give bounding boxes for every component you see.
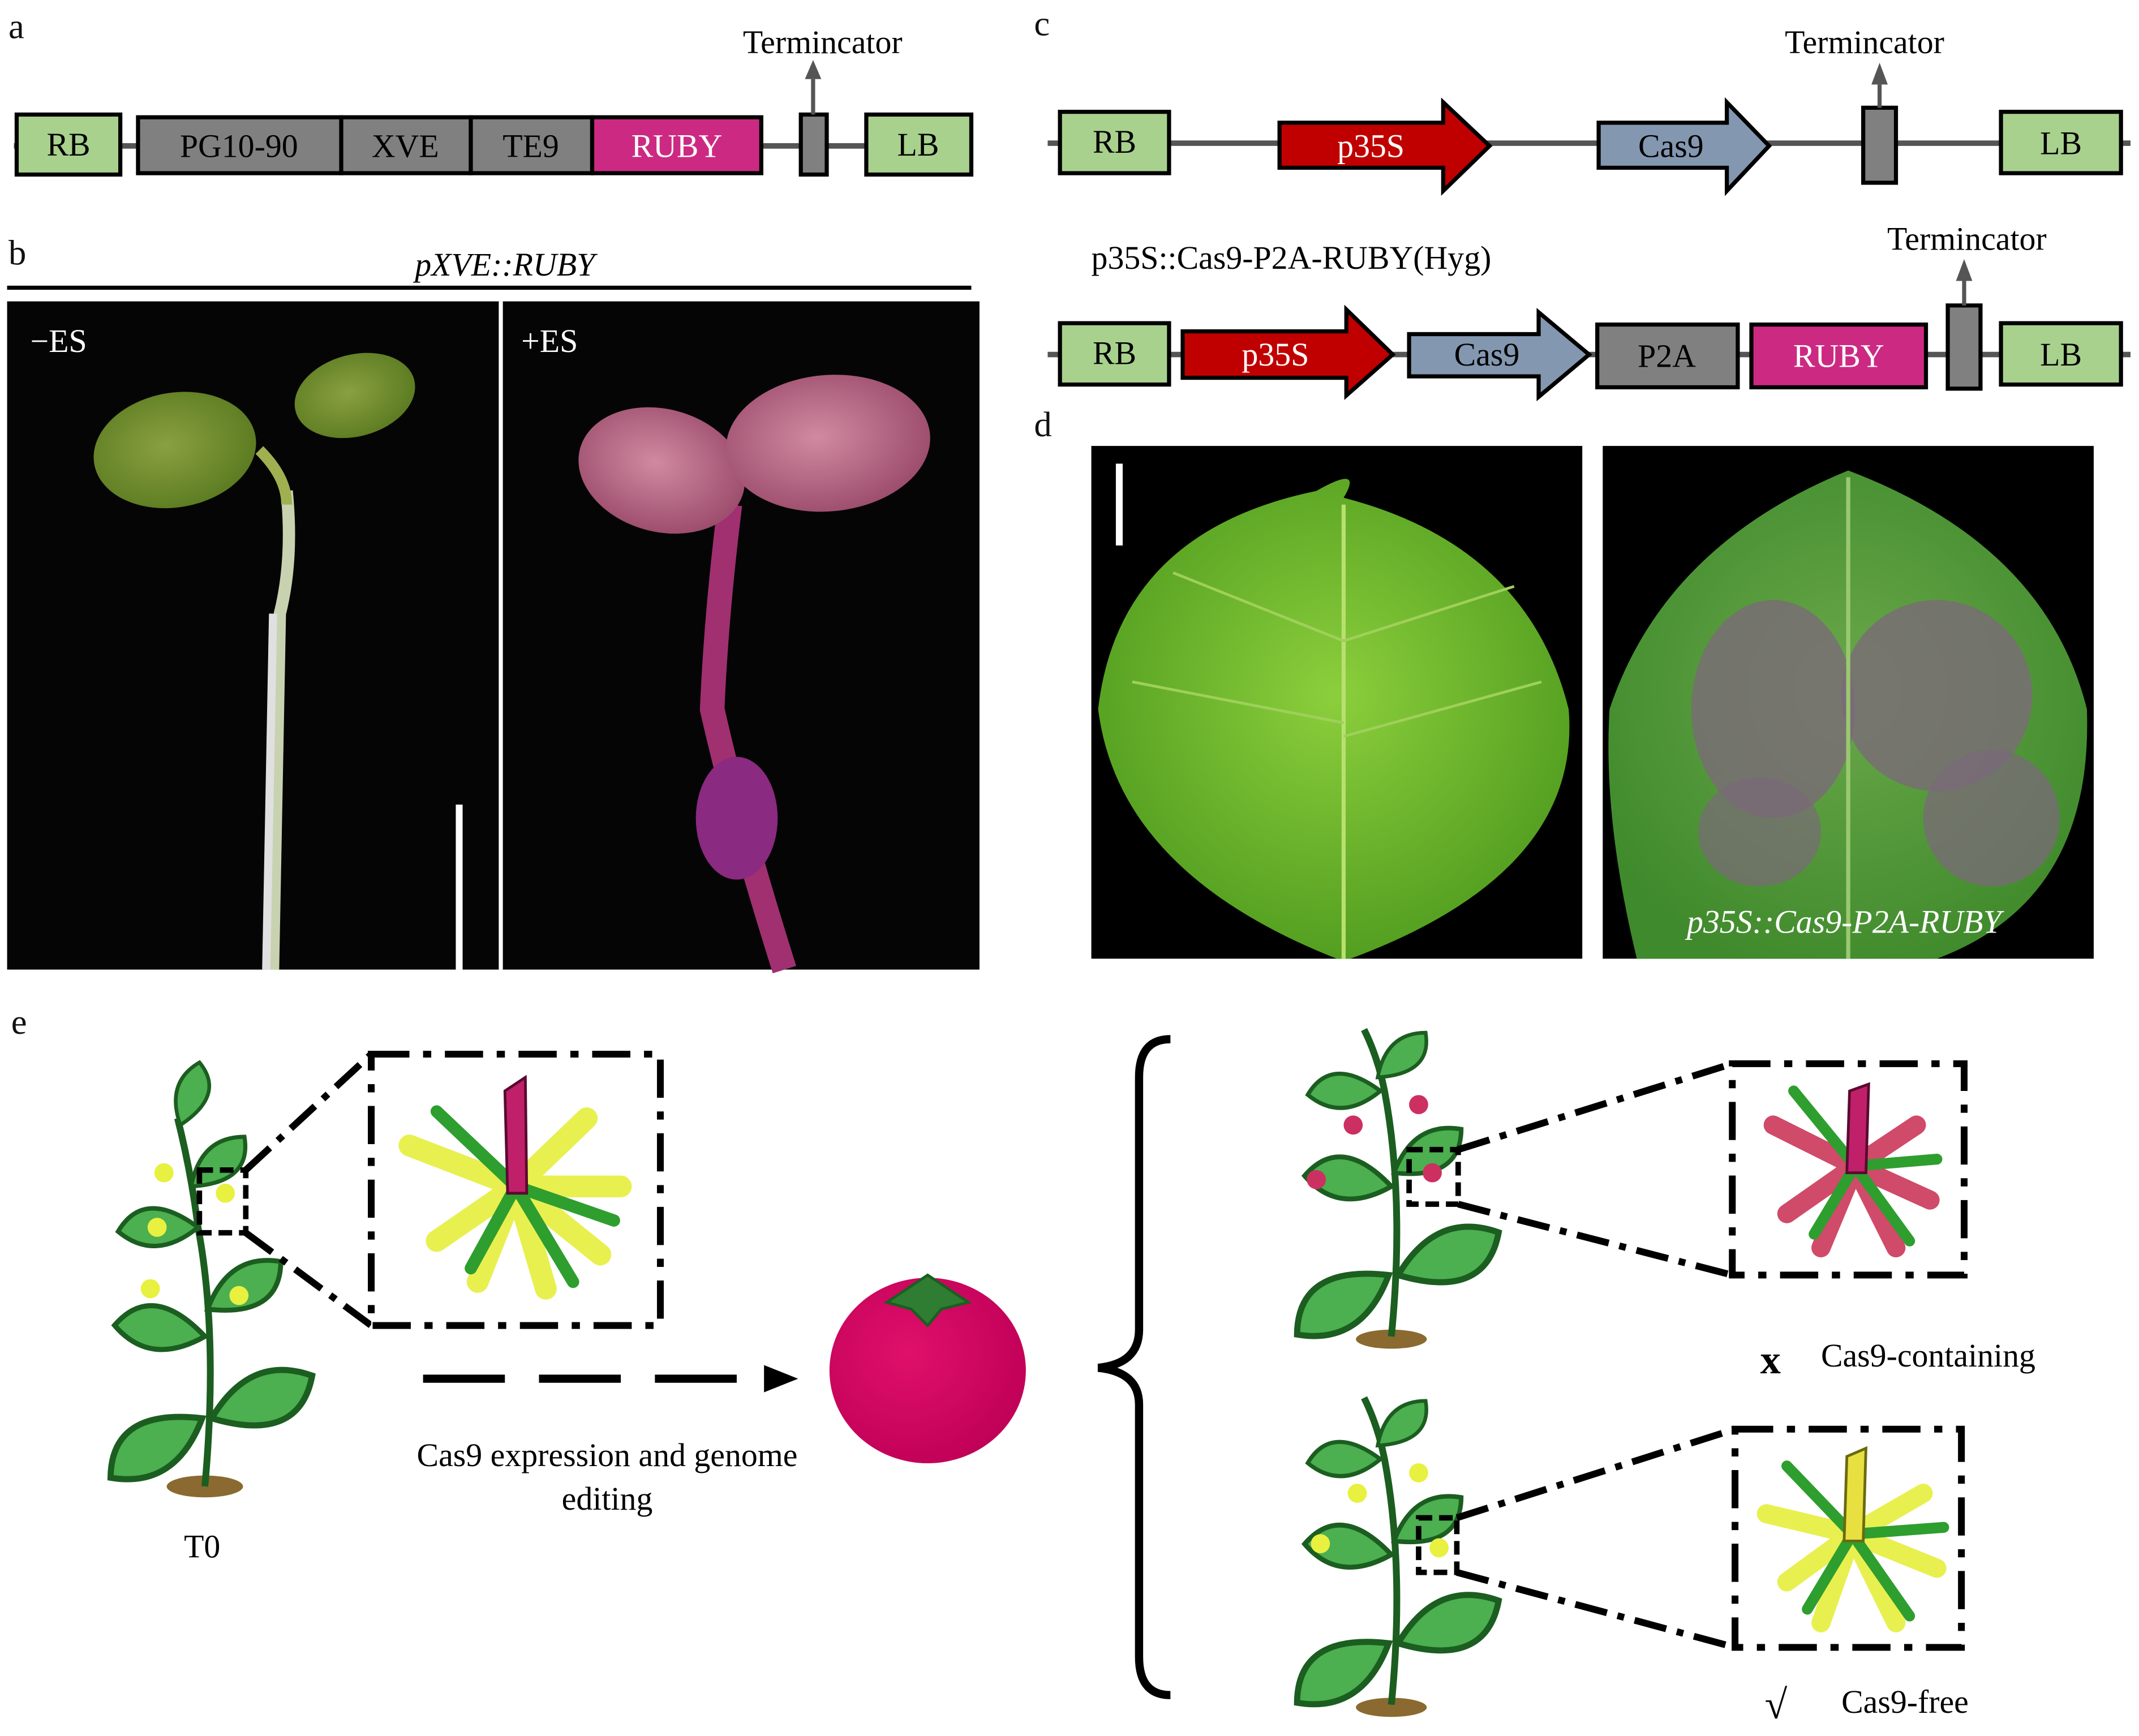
cas9-arrow [1407,308,1592,402]
rb-box [1058,321,1171,387]
xve-label: XVE [372,127,439,164]
arrow-text-1: Cas9 expression and genome [417,1437,798,1473]
terminator-box [1945,303,1983,391]
minus-es-label: −ES [31,323,87,359]
panel-label-e: e [11,1002,27,1042]
construct-a: RB PG10-90 XVE TE9 RUBY Termincator LB [14,24,974,177]
arrow-up-icon [1956,259,1973,281]
ruby-label: RUBY [632,127,723,164]
xve-box [339,115,473,175]
terminator-box [1861,105,1899,185]
lb-label: LB [2040,336,2082,373]
lb-box [864,112,974,177]
pg10-90-box [136,115,343,175]
panel-label-d: d [1034,405,1051,444]
ruby-box [1749,322,1928,390]
ruby-label: RUBY [1793,338,1884,375]
p2a-box [1595,322,1740,390]
p2a-label: P2A [1638,338,1696,375]
te9-label: TE9 [502,127,559,164]
lb-label: LB [897,126,939,163]
panel-label-c: c [1034,4,1050,44]
plus-es-label: +ES [521,323,578,359]
p35s-arrow [1180,304,1396,400]
panel-label-b: b [8,233,26,273]
rb-label: RB [46,126,90,163]
pg10-90-label: PG10-90 [180,127,298,164]
construct-c1: RB p35S Cas9 Termincator LB [1047,24,2131,196]
scale-bar [456,804,463,970]
seedling-photos: −ES +ES [7,301,980,974]
ruby-leaf-caption: p35S::Cas9-P2A-RUBY [1685,904,2005,940]
construct-c2: RB p35S Cas9 P2A RUBY Termincator LB [1047,220,2131,402]
lb-box [1999,110,2123,175]
t0-plant [97,1059,319,1498]
p35s-label: p35S [1337,127,1404,164]
cross-icon: x [1760,1337,1781,1382]
terminator-label: Termincator [743,24,903,61]
brace [1097,1035,1171,1699]
red-flower-zoom [1729,1060,1968,1279]
cas9-label: Cas9 [1638,127,1704,164]
t0-label: T0 [184,1528,220,1565]
p35s-label: p35S [1242,336,1309,373]
panel-b-title: pXVE::RUBY [413,246,598,283]
rb-box [14,112,123,177]
cas9-arrow [1596,97,1772,196]
terminator-label: Termincator [1887,220,2047,257]
yellow-flower-zoom-free [1732,1425,1965,1651]
p35s-arrow [1277,97,1493,196]
rb-box [1058,110,1171,175]
cas9-free-label: Cas9-free [1841,1683,1969,1720]
ruby-box [590,115,763,175]
leaf-photo-ruby: p35S::Cas9-P2A-RUBY [1603,446,2094,959]
terminator-label: Termincator [1785,24,1944,61]
seedling-plus-es [578,375,930,974]
cas9-label: Cas9 [1454,336,1520,373]
yellow-flower-zoom [368,1050,664,1329]
cas9-containing-label: Cas9-containing [1821,1337,2035,1374]
arrow-right-icon [764,1365,798,1393]
lb-box [1999,321,2123,387]
tomato-fruit [829,1273,1026,1463]
arrow-up-icon [1871,62,1888,85]
rb-label: RB [1093,123,1136,160]
terminator-box [798,112,829,177]
construct-c2-title: p35S::Cas9-P2A-RUBY(Hyg) [1092,239,1492,276]
rb-label: RB [1093,335,1136,372]
lb-label: LB [2040,125,2082,162]
panel-label-a: a [8,6,24,46]
scale-bar [1115,463,1123,546]
cas9-free-plant [1283,1395,1506,1717]
seedling-minus-es [93,353,415,970]
check-icon: √ [1765,1682,1788,1728]
leaf-photo-control [1091,446,1583,959]
cas9-containing-plant [1283,1026,1506,1348]
arrow-text-2: editing [562,1480,653,1517]
arrow-up-icon [805,60,822,79]
